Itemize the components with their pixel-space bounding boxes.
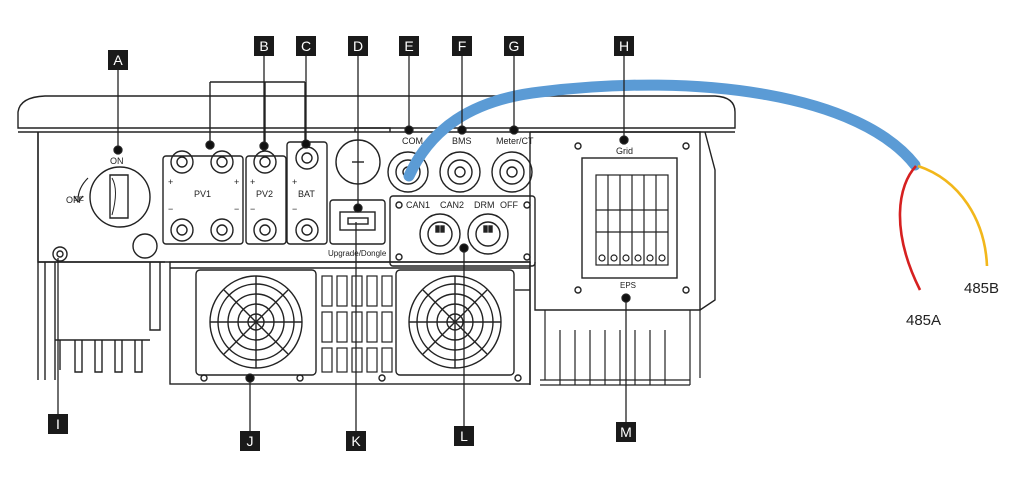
meter-ct-label: Meter/CT xyxy=(496,136,534,146)
grid-label: Grid xyxy=(616,146,634,156)
inverter-top-cover xyxy=(17,95,736,129)
pv2-minus: − xyxy=(250,204,256,214)
upgrade-dongle-label: Upgrade/Dongle xyxy=(328,249,387,258)
callout-e: E xyxy=(399,36,419,56)
grid-terminal-block xyxy=(595,174,669,266)
ground-point xyxy=(52,246,68,262)
bat-plus: + xyxy=(292,177,298,187)
left-fan xyxy=(195,269,317,376)
callout-f: F xyxy=(452,36,472,56)
callout-b: B xyxy=(254,36,274,56)
pv1-plus-2: + xyxy=(234,177,240,187)
wire-485a xyxy=(898,165,922,291)
com-label: COM xyxy=(402,136,423,146)
pv1-label: PV1 xyxy=(194,189,212,199)
bat-label: BAT xyxy=(298,189,315,199)
can2-label: CAN2 xyxy=(440,200,465,210)
pv1-plus: + xyxy=(168,177,174,187)
off-label: OFF xyxy=(500,200,518,210)
inverter-body xyxy=(37,132,531,263)
callout-j: J xyxy=(240,431,260,451)
left-heatsink xyxy=(44,262,161,380)
callout-m: M xyxy=(616,422,636,442)
switch-off-label: OFF xyxy=(66,195,84,205)
callout-c: C xyxy=(296,36,316,56)
communication-cable xyxy=(403,79,921,182)
right-fan xyxy=(395,269,515,376)
callout-h: H xyxy=(614,36,634,56)
right-heatsink xyxy=(540,310,701,386)
can1-label: CAN1 xyxy=(406,200,431,210)
callout-a: A xyxy=(108,50,128,70)
callout-l: L xyxy=(454,426,474,446)
callout-i: I xyxy=(48,414,68,434)
pv2-label: PV2 xyxy=(256,189,274,199)
bms-label: BMS xyxy=(452,136,472,146)
pv-connector-panel xyxy=(162,155,244,245)
wire-485b xyxy=(917,164,989,267)
switch-on-label: ON xyxy=(110,156,124,166)
leader-lines xyxy=(57,56,631,432)
grid-terminal-panel xyxy=(581,157,678,279)
center-vents xyxy=(321,275,393,373)
dc-switch-knob xyxy=(89,166,151,228)
pv1-minus: − xyxy=(168,204,174,214)
bat-minus: − xyxy=(292,204,298,214)
pv1-minus-2: − xyxy=(234,204,240,214)
wire-485b-label: 485B xyxy=(964,280,1000,297)
pv2-plus: + xyxy=(250,177,256,187)
drm-label: DRM xyxy=(474,200,495,210)
mc4-connectors xyxy=(170,146,319,242)
callout-g: G xyxy=(504,36,524,56)
can-drm-panel xyxy=(389,195,536,267)
callout-k: K xyxy=(346,431,366,451)
wire-485a-label: 485A xyxy=(906,312,942,329)
eps-label: EPS xyxy=(620,281,637,290)
callout-d: D xyxy=(348,36,368,56)
